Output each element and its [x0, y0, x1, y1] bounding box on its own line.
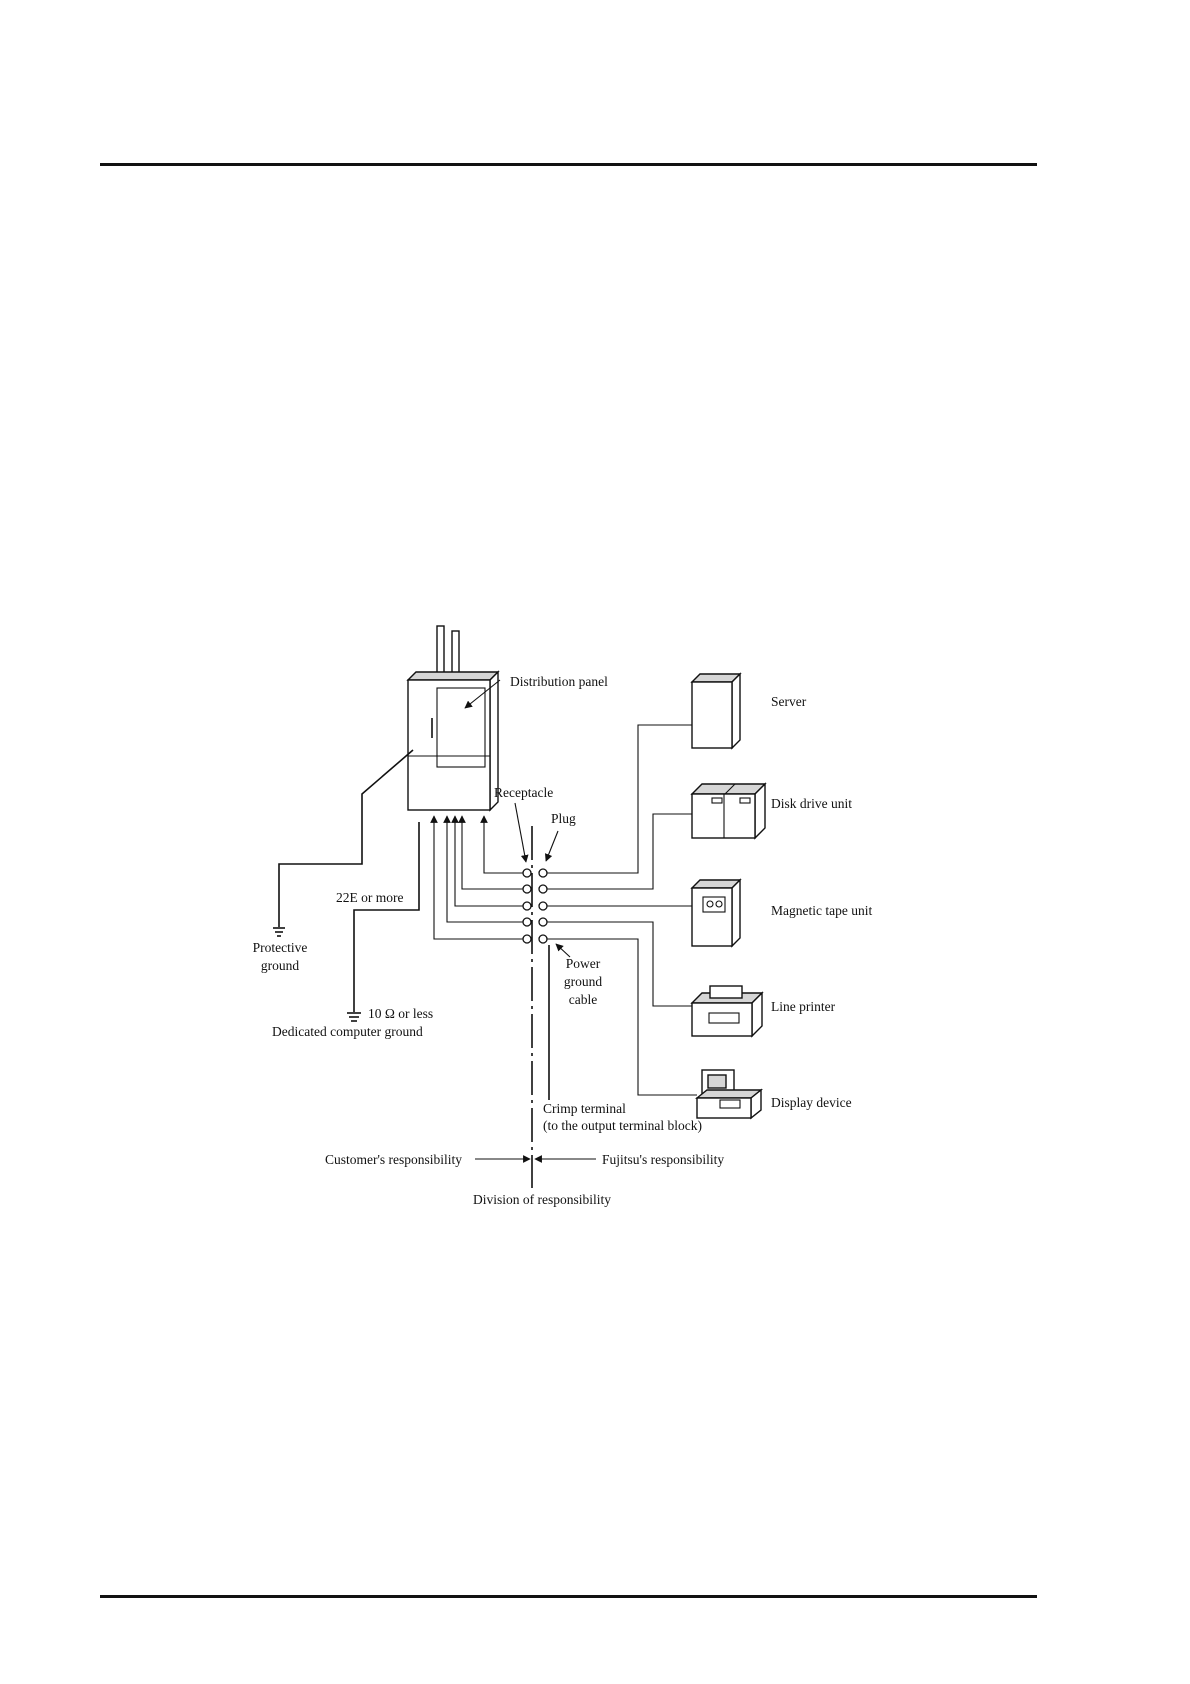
server-label: Server — [771, 694, 807, 709]
tape-unit-icon — [690, 878, 742, 948]
disk-drive-unit-label: Disk drive unit — [771, 796, 852, 811]
fujitsu-responsibility-label: Fujitsu's responsibility — [602, 1152, 724, 1167]
line-printer-label: Line printer — [771, 999, 836, 1014]
dedicated-ground-icon — [347, 1012, 361, 1022]
power-ground-cable-label-line1: Power — [566, 956, 601, 971]
distribution-panel-icon — [406, 625, 501, 812]
top-rule — [100, 163, 1037, 166]
disk-drive-icon — [690, 782, 767, 840]
display-device-label: Display device — [771, 1095, 852, 1110]
printer-icon — [690, 985, 764, 1038]
crimp-terminal-label-line2: (to the output terminal block) — [543, 1118, 702, 1133]
dedicated-computer-ground-label: Dedicated computer ground — [272, 1024, 423, 1039]
display-icon — [695, 1069, 763, 1120]
power-ground-cable-label-line3: cable — [569, 992, 597, 1007]
ground-22e-label: 22E or more — [336, 890, 403, 905]
protective-ground-icon — [273, 927, 285, 937]
server-icon — [690, 672, 742, 750]
ten-ohm-label: 10 Ω or less — [368, 1006, 433, 1021]
magnetic-tape-unit-label: Magnetic tape unit — [771, 903, 872, 918]
power-ground-cable-label-line2: ground — [564, 974, 602, 989]
plug-label: Plug — [551, 811, 576, 826]
protective-ground-label-line1: Protective — [253, 940, 308, 955]
division-of-responsibility-label: Division of responsibility — [473, 1192, 611, 1207]
distribution-panel-label: Distribution panel — [510, 674, 608, 689]
protective-ground-label-line2: ground — [261, 958, 299, 973]
receptacle-plug-connectors — [522, 868, 548, 944]
receptacle-label: Receptacle — [494, 785, 553, 800]
customer-responsibility-label: Customer's responsibility — [325, 1152, 462, 1167]
bottom-rule — [100, 1595, 1037, 1598]
crimp-terminal-label-line1: Crimp terminal — [543, 1101, 626, 1116]
